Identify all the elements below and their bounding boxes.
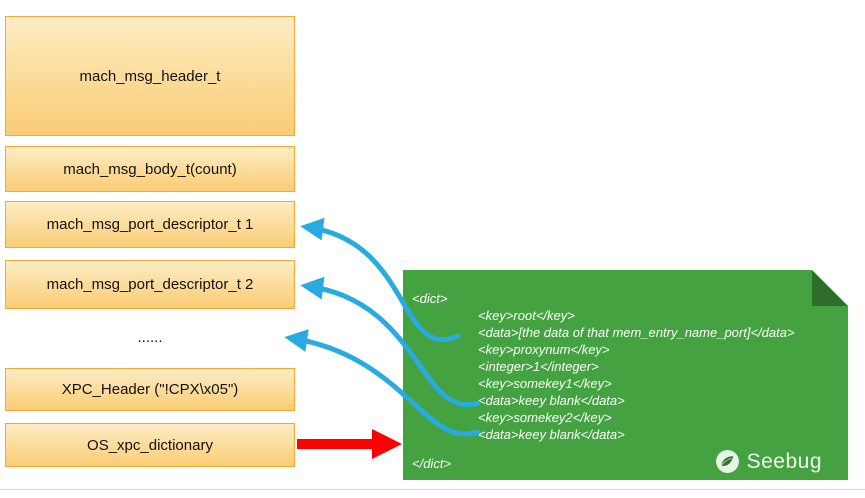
ellipsis-row: ...... — [137, 328, 163, 346]
plist-entry-key-proxynum: <key>proxynum</key> — [478, 342, 610, 357]
plist-panel: <dict> <key>root</key> <data>[the data o… — [403, 270, 848, 480]
box-mach-msg-header: mach_msg_header_t — [5, 16, 295, 136]
plist-entries: <key>root</key> <data>[the data of that … — [478, 307, 838, 443]
plist-open-tag: <dict> — [412, 291, 448, 306]
box-mach-msg-body: mach_msg_body_t(count) — [5, 146, 295, 192]
box-port-descriptor-2: mach_msg_port_descriptor_t 2 — [5, 260, 295, 309]
plist-entry-data-root: <data>[the data of that mem_entry_name_p… — [478, 325, 795, 340]
plist-entry-integer: <integer>1</integer> — [478, 359, 599, 374]
seebug-logo-text: Seebug — [746, 450, 822, 473]
folded-corner — [812, 270, 848, 306]
plist-entry-data-somekey2: <data>keey blank</data> — [478, 427, 625, 442]
plist-entry-key-root: <key>root</key> — [478, 308, 575, 323]
plist-close-tag: </dict> — [412, 456, 452, 471]
plist-entry-data-somekey1: <data>keey blank</data> — [478, 393, 625, 408]
box-xpc-header: XPC_Header ("!CPX\x05") — [5, 368, 295, 411]
box-port-descriptor-1: mach_msg_port_descriptor_t 1 — [5, 201, 295, 248]
bottom-rule — [0, 489, 865, 490]
plist-entry-key-somekey1: <key>somekey1</key> — [478, 376, 612, 391]
seebug-logo: Seebug — [715, 449, 822, 474]
plist-entry-key-somekey2: <key>somekey2</key> — [478, 410, 612, 425]
seebug-leaf-icon — [715, 449, 740, 474]
box-os-xpc-dictionary: OS_xpc_dictionary — [5, 423, 295, 467]
